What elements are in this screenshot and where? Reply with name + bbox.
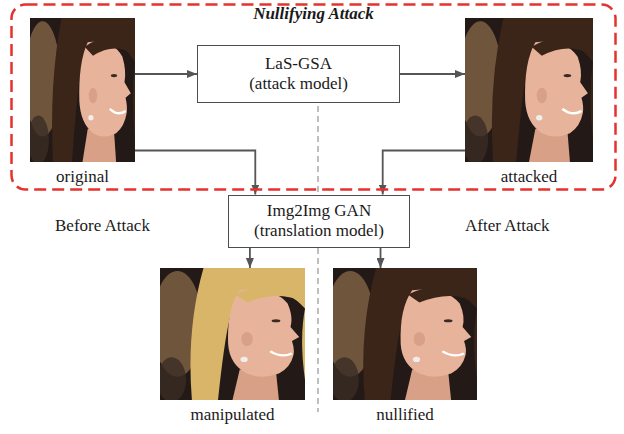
model-box: LaS-GSA (attack model)	[197, 45, 400, 103]
divider-line	[317, 248, 319, 412]
box-label: Img2Img GAN (translation model)	[244, 201, 394, 241]
photo-frame: manipulated	[160, 268, 305, 400]
image-caption: attacked	[501, 167, 558, 187]
flow-arrow	[249, 248, 251, 269]
model-box: Img2Img GAN (translation model)	[228, 195, 410, 248]
divider-line	[317, 106, 319, 195]
photo-frame: attacked	[465, 18, 593, 162]
image-caption: nullified	[376, 405, 434, 425]
flow-arrow	[400, 73, 465, 75]
side-label: Before Attack	[55, 216, 150, 236]
flow-arrow	[135, 73, 197, 75]
attacked-photo	[459, 18, 593, 164]
photo-frame: nullified	[333, 268, 477, 400]
flow-arrow	[383, 150, 465, 194]
image-caption: original	[56, 167, 109, 187]
image-caption: manipulated	[190, 405, 274, 425]
photo-frame: original	[30, 18, 135, 162]
flow-arrow	[135, 150, 255, 194]
region-title: Nullifying Attack	[10, 4, 617, 24]
nullified-photo	[326, 268, 477, 402]
box-label: LaS-GSA (attack model)	[245, 54, 353, 94]
side-label: After Attack	[465, 216, 550, 236]
dashed-border	[12, 5, 616, 190]
flow-arrow	[380, 248, 382, 269]
manipulated-photo	[153, 268, 305, 402]
attack-region: Nullifying AttackoriginalLaS-GSA (attack…	[10, 3, 617, 191]
original-photo	[25, 18, 135, 164]
